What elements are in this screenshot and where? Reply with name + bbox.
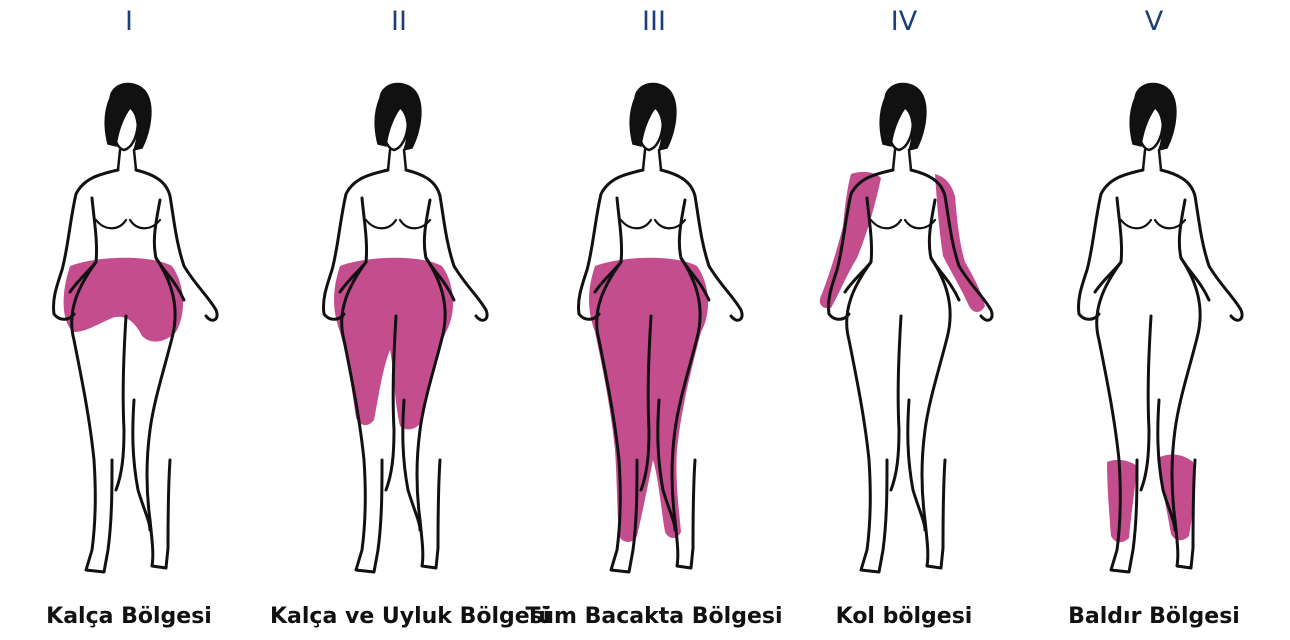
neck-line <box>643 150 661 170</box>
figure-numeral: I <box>0 6 258 37</box>
highlighted-region <box>1107 460 1137 542</box>
body-illustration <box>775 70 1033 600</box>
figure-caption: Tüm Bacakta Bölgesi <box>525 604 783 629</box>
figure-numeral: III <box>525 6 783 37</box>
body-outline <box>1095 198 1122 292</box>
figure-hips-thighs: II Kalça ve Uyluk Bölgesi <box>270 0 528 640</box>
body-outline <box>116 316 126 490</box>
body-outline <box>1078 170 1143 319</box>
body-illustration <box>1025 70 1283 600</box>
body-outline <box>1161 170 1242 320</box>
chest-line <box>96 220 160 228</box>
figure-hips: I Kalça Bölgesi <box>0 0 258 640</box>
figure-caption: Kol bölgesi <box>775 604 1033 629</box>
figure-numeral: II <box>270 6 528 37</box>
body-outline <box>891 316 901 490</box>
body-outline <box>1141 316 1151 490</box>
figure-caption: Kalça Bölgesi <box>0 604 258 629</box>
neck-line <box>1143 150 1161 170</box>
body-outline <box>847 262 887 572</box>
chest-line <box>366 220 430 228</box>
figure-calves: V Baldır Bölgesi <box>1025 0 1283 640</box>
neck-line <box>388 150 406 170</box>
chest-line <box>871 220 935 228</box>
figure-numeral: IV <box>775 6 1033 37</box>
figure-whole-legs: III Tüm Bacakta Bölgesi <box>525 0 783 640</box>
chest-line <box>1121 220 1185 228</box>
body-illustration <box>0 70 258 600</box>
neck-line <box>118 150 136 170</box>
figure-caption: Kalça ve Uyluk Bölgesi <box>270 604 528 629</box>
chest-line <box>621 220 685 228</box>
body-outline <box>922 258 950 568</box>
figure-numeral: V <box>1025 6 1283 37</box>
body-illustration <box>270 70 528 600</box>
figure-arms: IV Kol bölgesi <box>775 0 1033 640</box>
neck-line <box>893 150 911 170</box>
figure-caption: Baldır Bölgesi <box>1025 604 1283 629</box>
body-illustration <box>525 70 783 600</box>
